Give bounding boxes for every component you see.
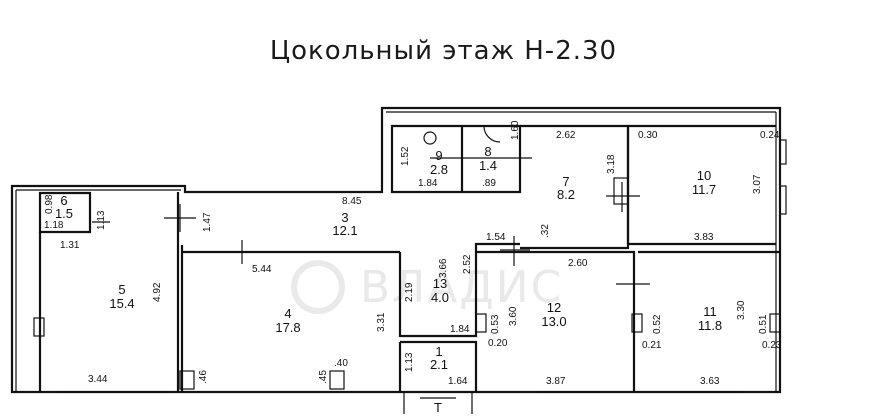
dim-label: 0.21 <box>642 340 662 351</box>
dim-label: .45 <box>318 370 329 384</box>
room-10-number: 10 <box>697 168 711 183</box>
dim-label: 0.23 <box>762 340 782 351</box>
dim-label: 1.64 <box>448 376 468 387</box>
toilet-icon <box>423 131 437 145</box>
room-11-area: 11.8 <box>698 318 722 333</box>
room-3-area: 12.1 <box>332 223 357 238</box>
dim-label: .40 <box>334 358 348 369</box>
dim-label: 3.63 <box>700 376 720 387</box>
dim-label: 3.30 <box>736 300 747 320</box>
dim-label: 1.13 <box>404 352 415 372</box>
room-6-number: 6 <box>60 193 67 208</box>
dim-label: 2.52 <box>462 254 473 274</box>
dim-label: 3.60 <box>508 306 519 326</box>
dim-label: 0.98 <box>44 194 55 214</box>
dim-label: 1.52 <box>400 146 411 166</box>
dim-label: 1.18 <box>44 220 64 231</box>
dim-label: 3.31 <box>376 312 387 332</box>
dim-label: 2.19 <box>404 282 415 302</box>
dim-label: 5.44 <box>252 264 272 275</box>
dim-label: 0.51 <box>758 314 769 334</box>
room-3-number: 3 <box>341 210 348 225</box>
dim-label: 1.13 <box>96 210 107 230</box>
dim-label: 1.47 <box>202 212 213 232</box>
dim-label: 3.44 <box>88 374 108 385</box>
dim-label: 0.20 <box>488 338 508 349</box>
dim-label: 0.30 <box>638 130 658 141</box>
dim-label: 3.87 <box>546 376 566 387</box>
room-13-number: 13 <box>433 276 447 291</box>
plan-title: Цокольный этаж Н-2.30 <box>269 36 618 66</box>
room-7-area: 8.2 <box>557 187 575 202</box>
dim-label: 1.31 <box>60 240 80 251</box>
room-8-number: 8 <box>484 144 491 159</box>
room-5-number: 5 <box>118 282 125 297</box>
room-6-area: 1.5 <box>55 206 73 221</box>
dim-label: 3.83 <box>694 232 714 243</box>
dim-label: 1.84 <box>450 324 470 335</box>
room-8-area: 1.4 <box>479 158 497 173</box>
dim-label: 3.66 <box>438 258 449 278</box>
walls <box>10 106 782 414</box>
room-5-area: 15.4 <box>109 296 134 311</box>
dim-label: 0.52 <box>652 314 663 334</box>
room-9-number: 9 <box>435 148 442 163</box>
room-4-area: 17.8 <box>275 320 300 335</box>
door-swing-icon <box>483 125 501 143</box>
dim-label: 4.92 <box>152 282 163 302</box>
dim-label: 1.60 <box>510 120 521 140</box>
dim-label: 1.84 <box>418 178 438 189</box>
room-12-number: 12 <box>547 300 561 315</box>
watermark: ВЛАДИС <box>291 260 563 314</box>
dim-label: .89 <box>482 178 496 189</box>
room-4-number: 4 <box>284 306 291 321</box>
dim-label: 3.07 <box>752 174 763 194</box>
room-labels: 1 2.1 3 12.1 4 17.8 5 15.4 6 1.5 7 8.2 8… <box>55 144 722 372</box>
stair-mark-icon: T <box>434 400 442 415</box>
room-13-area: 4.0 <box>431 290 449 305</box>
room-12-area: 13.0 <box>541 314 566 329</box>
openings <box>33 125 787 393</box>
dim-label: 3.18 <box>606 154 617 174</box>
dim-label: 2.60 <box>568 258 588 269</box>
room-1-number: 1 <box>435 344 442 359</box>
dim-label: 2.62 <box>556 130 576 141</box>
watermark-logo-icon <box>291 260 345 314</box>
room-1-area: 2.1 <box>430 357 448 372</box>
dim-label: 1.54 <box>486 232 506 243</box>
dim-label: .32 <box>540 224 551 238</box>
room-7-number: 7 <box>562 174 569 189</box>
room-11-number: 11 <box>703 304 717 319</box>
watermark-text: ВЛАДИС <box>360 262 563 313</box>
room-10-area: 11.7 <box>692 182 716 197</box>
dim-label: 0.53 <box>490 314 501 334</box>
dim-label: .46 <box>198 370 209 384</box>
dimension-labels: 0.30 0.24 2.62 1.60 1.52 1.84 .89 3.18 3… <box>44 120 782 387</box>
room-9-area: 2.8 <box>430 162 448 177</box>
dim-label: 8.45 <box>342 196 362 207</box>
dim-label: 0.24 <box>760 130 780 141</box>
